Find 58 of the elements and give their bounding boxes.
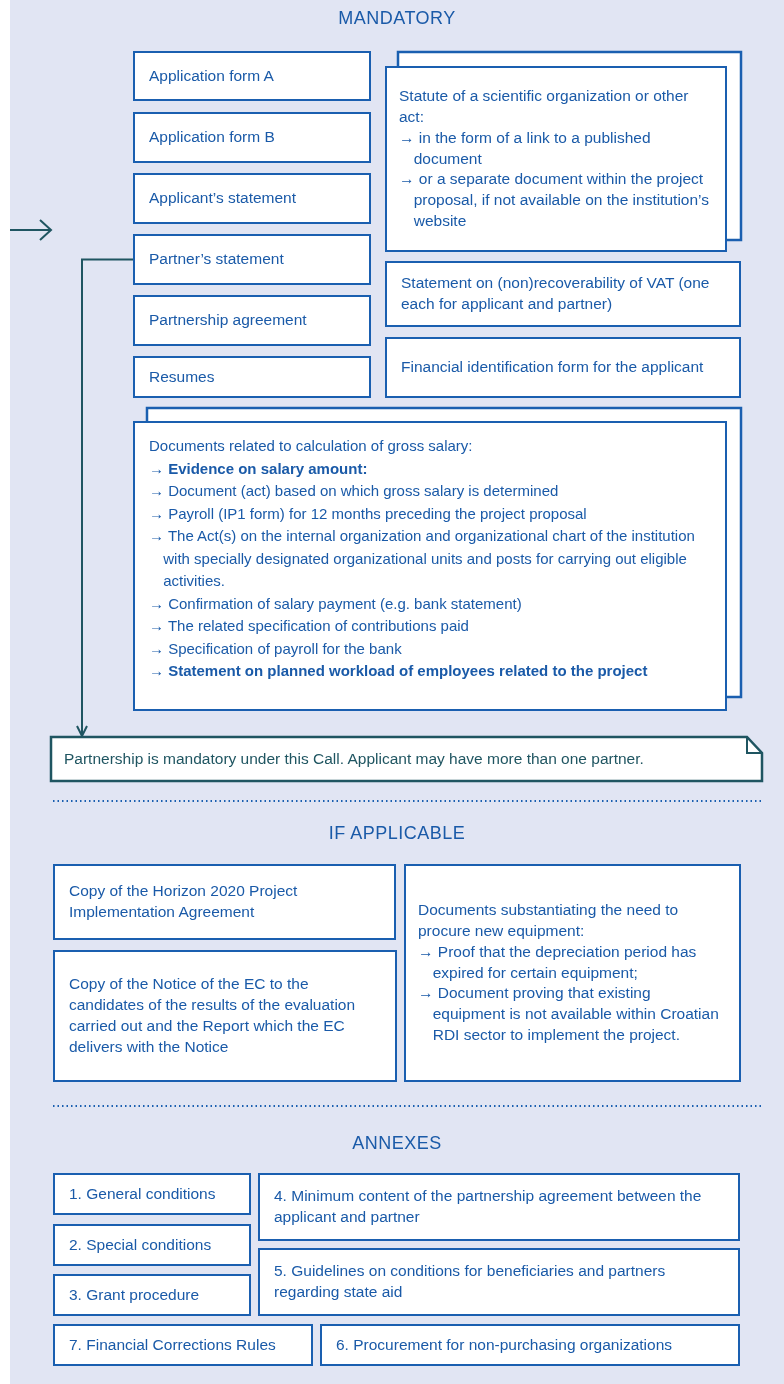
box-text: 7. Financial Corrections Rules (69, 1334, 277, 1355)
list-item: → Document (act) based on which gross salary is determined (149, 481, 560, 501)
list-item: → Specification of payroll for the bank (149, 638, 403, 659)
document-list-box (385, 66, 727, 252)
document-box (53, 1224, 251, 1266)
section-heading: ANNEXES (352, 1133, 442, 1154)
document-box (133, 51, 371, 101)
document-list-box (404, 864, 741, 1082)
connector-arrow (76, 258, 134, 737)
document-box (53, 1274, 251, 1316)
box-text: Copy of the Horizon 2020 Project Implementation Agreement (69, 881, 299, 922)
document-box (320, 1324, 740, 1366)
document-box (258, 1173, 740, 1241)
list-item: → Evidence on salary amount: (149, 458, 369, 479)
box-text: Resumes (149, 366, 216, 387)
document-box (385, 261, 741, 327)
list-item: → Confirmation of salary payment (e.g. bank statement) (149, 593, 523, 614)
box-text: Partner’s statement (149, 249, 285, 270)
list-heading: Documents related to calculation of gross salary: (149, 436, 474, 456)
list-item: → The Act(s) on the internal organization and organizational chart of the institution with specially designated organizational units and posts for carrying out eligible activities. (149, 526, 696, 591)
list-item: → in the form of a link to a published document (399, 127, 652, 169)
box-text: Statement on (non)recoverability of VAT (one each for applicant and partner) (401, 273, 711, 314)
box-text: 1. General conditions (69, 1183, 217, 1204)
list-item: → Proof that the depreciation period has expired for certain equipment; (418, 941, 698, 983)
box-text: 6. Procurement for non-purchasing organizations (336, 1334, 674, 1355)
document-box (53, 1324, 313, 1366)
box-text: 5. Guidelines on conditions for beneficiaries and partners regarding state aid (274, 1261, 667, 1302)
section-heading: IF APPLICABLE (328, 823, 466, 844)
box-text: Application form A (149, 65, 275, 86)
document-box (53, 864, 396, 940)
box-text: Partnership is mandatory under this Call. Applicant may have more than one partner. (64, 748, 645, 769)
document-list-box (133, 421, 727, 711)
list-item: → Statement on planned workload of employees related to the project (149, 661, 649, 681)
document-box (53, 950, 397, 1082)
box-text: 4. Minimum content of the partnership agreement between the applicant and partner (274, 1186, 703, 1227)
document-box (258, 1248, 740, 1316)
list-item: → The related specification of contributions paid (149, 616, 470, 636)
box-text: Financial identification form for the applicant (401, 357, 705, 378)
document-box (133, 112, 371, 163)
box-text: Copy of the Notice of the EC to the candidates of the results of the evaluation carried out and the Report which the EC delivers with the Notice (69, 974, 357, 1057)
note-box (50, 736, 763, 782)
document-box (133, 295, 371, 346)
box-text: Applicant’s statement (149, 188, 298, 209)
list-item: → or a separate document within the project proposal, if not available on the institution’s website (399, 169, 710, 232)
box-text: Application form B (149, 127, 276, 148)
document-box (133, 173, 371, 224)
document-box (133, 356, 371, 398)
list-heading: Documents substantiating the need to procure new equipment: (418, 899, 680, 941)
list-item: → Document proving that existing equipment is not available within Croatian RDI sector to implement the project. (418, 983, 720, 1046)
section-heading: MANDATORY (338, 8, 456, 29)
box-text: 2. Special conditions (69, 1234, 213, 1255)
document-box (133, 234, 371, 285)
box-text: 3. Grant procedure (69, 1284, 201, 1305)
box-text: Partnership agreement (149, 310, 308, 331)
list-item: → Payroll (IP1 form) for 12 months preceding the project proposal (149, 503, 588, 524)
document-box (53, 1173, 251, 1215)
document-box (385, 337, 741, 398)
list-heading: Statute of a scientific organization or other act: (399, 85, 690, 127)
